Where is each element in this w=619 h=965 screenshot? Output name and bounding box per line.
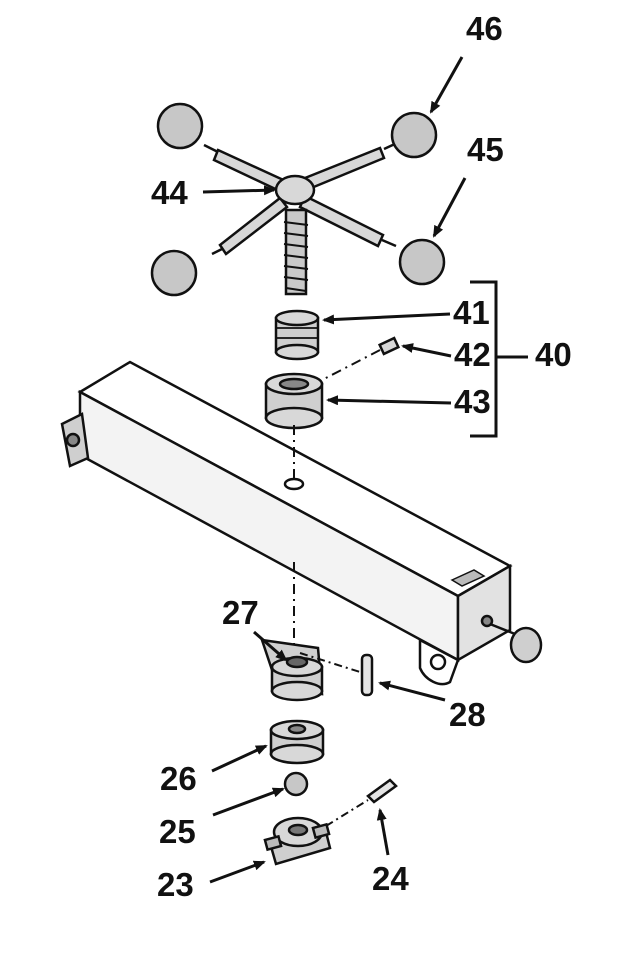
callout-43: 43 — [454, 383, 491, 420]
foot-pin — [366, 778, 398, 804]
clamp-boss — [270, 655, 324, 702]
lower-collar — [269, 719, 325, 765]
side-knob — [480, 614, 543, 664]
callout-24: 24 — [372, 860, 409, 897]
swivel-foot — [263, 816, 332, 866]
steel-ball — [283, 771, 309, 797]
handle-ball-upper-right — [390, 111, 438, 159]
handle-spokes — [203, 141, 398, 256]
threaded-insert — [274, 309, 320, 361]
callout-23: 23 — [157, 866, 194, 903]
callout-41: 41 — [453, 294, 490, 331]
callout-40: 40 — [535, 336, 572, 373]
threaded-shank — [283, 208, 309, 296]
set-screw — [377, 336, 401, 356]
callout-26: 26 — [160, 760, 197, 797]
callout-42: 42 — [454, 336, 491, 373]
callout-28: 28 — [449, 696, 486, 733]
handle-ball-lower-right — [398, 238, 446, 286]
handle-hub — [274, 174, 316, 206]
callout-25: 25 — [159, 813, 196, 850]
group-bracket — [470, 280, 528, 438]
collar — [264, 372, 324, 430]
callout-44: 44 — [151, 174, 188, 211]
lower-assembly — [260, 638, 398, 866]
callout-46: 46 — [466, 10, 503, 47]
callout-45: 45 — [467, 131, 504, 168]
handle-ball-lower-left — [150, 249, 198, 297]
roll-pin — [360, 653, 374, 697]
nut-assembly — [264, 309, 401, 430]
leader-lines — [202, 56, 467, 884]
handle-ball-upper-left — [156, 102, 204, 150]
handle-assembly — [150, 102, 446, 297]
callout-27: 27 — [222, 594, 259, 631]
